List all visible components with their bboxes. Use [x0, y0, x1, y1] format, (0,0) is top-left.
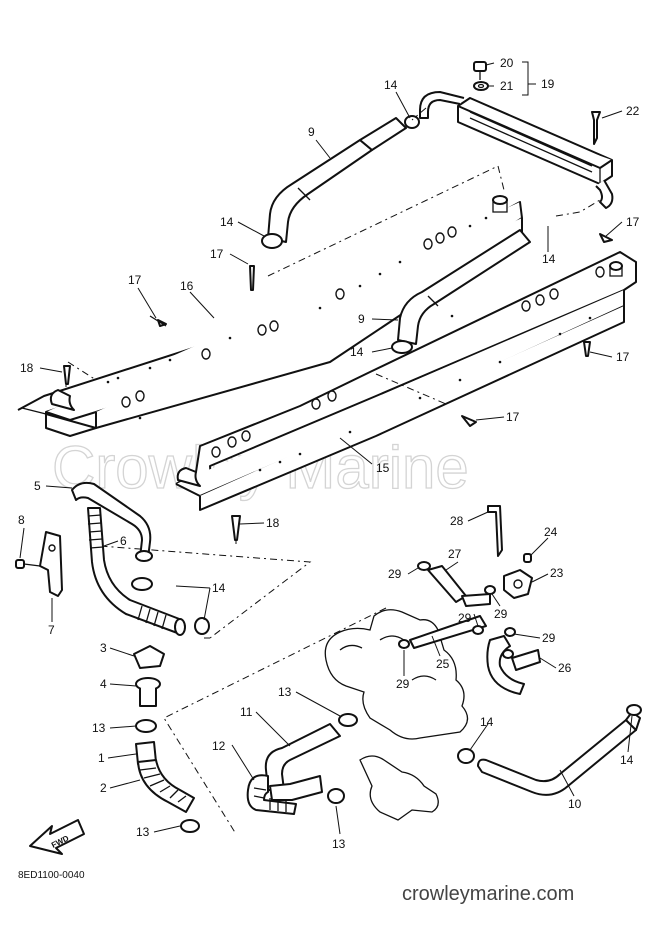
callout-leaders	[19, 61, 633, 835]
clamp-14-left	[131, 577, 210, 635]
callout-12: 12	[212, 739, 226, 753]
callout-13: 13	[278, 685, 292, 699]
callout-27: 27	[448, 547, 462, 561]
callout-13: 13	[136, 825, 150, 839]
exhaust-manifold-outline	[359, 755, 439, 821]
elbow-hose-5	[71, 481, 153, 562]
callout-8: 8	[18, 513, 25, 527]
callout-19: 19	[541, 77, 555, 91]
screw-8	[15, 559, 41, 569]
callout-14: 14	[620, 753, 634, 767]
callout-labels: 20 21 19 22 14 9 14 17 17 14 17 16 9 14 …	[18, 56, 640, 851]
callout-13: 13	[332, 837, 346, 851]
callout-21: 21	[500, 79, 514, 93]
rivet-18-fasteners	[63, 365, 241, 541]
callout-29: 29	[388, 567, 402, 581]
hose-9-upper	[267, 117, 407, 243]
callout-23: 23	[550, 566, 564, 580]
cap-3	[133, 645, 165, 669]
callout-9: 9	[358, 312, 365, 326]
callout-14: 14	[212, 581, 226, 595]
corrugated-hose-2	[137, 759, 195, 813]
hose-26	[486, 635, 541, 695]
callout-17: 17	[506, 410, 520, 424]
callout-2: 2	[100, 781, 107, 795]
clamp-14-upper	[261, 115, 420, 249]
callout-17: 17	[128, 273, 142, 287]
callout-29: 29	[542, 631, 556, 645]
callout-14: 14	[384, 78, 398, 92]
callout-22: 22	[626, 104, 640, 118]
engine-block-outline	[324, 609, 469, 740]
callout-9: 9	[308, 125, 315, 139]
callout-1: 1	[98, 751, 105, 765]
rivet-17-fasteners	[149, 233, 613, 427]
clamp-29-group	[398, 561, 516, 659]
callout-17: 17	[626, 215, 640, 229]
callout-7: 7	[48, 623, 55, 637]
callout-16: 16	[180, 279, 194, 293]
callout-29: 29	[396, 677, 410, 691]
callout-3: 3	[100, 641, 107, 655]
callout-14: 14	[542, 252, 556, 266]
heat-exchanger	[419, 91, 614, 209]
clamp-13-bottom	[180, 819, 200, 833]
callout-18: 18	[20, 361, 34, 375]
joint-23	[503, 569, 533, 599]
callout-18: 18	[266, 516, 280, 530]
callout-15: 15	[376, 461, 390, 475]
callout-4: 4	[100, 677, 107, 691]
callout-11: 11	[240, 705, 253, 719]
callout-14: 14	[350, 345, 364, 359]
hose-27	[427, 565, 467, 603]
rail-16	[17, 195, 523, 437]
washer-21	[473, 81, 489, 91]
callout-25: 25	[436, 657, 450, 671]
corrugated-hose-12	[246, 774, 297, 815]
rail-15	[175, 251, 637, 511]
callout-17: 17	[210, 247, 224, 261]
clamp-13-left	[135, 719, 157, 733]
callout-14: 14	[220, 215, 234, 229]
callout-5: 5	[34, 479, 41, 493]
clamp-14-right	[457, 704, 642, 764]
callout-24: 24	[544, 525, 558, 539]
callout-26: 26	[558, 661, 572, 675]
bolt-20	[473, 61, 487, 80]
fwd-arrow: FWD	[29, 819, 85, 855]
hose-10	[477, 711, 641, 796]
callout-10: 10	[568, 797, 582, 811]
website-watermark: crowleymarine.com	[402, 883, 574, 905]
fitting-4	[135, 677, 161, 707]
bracket-7	[39, 531, 63, 597]
hose-11	[264, 723, 341, 801]
callout-14: 14	[480, 715, 494, 729]
callout-6: 6	[120, 534, 127, 548]
callout-29: 29	[494, 607, 508, 621]
drawing-code: 8ED1100-0040	[18, 870, 85, 881]
hose-9-lower	[391, 229, 531, 354]
corrugated-hose-6	[87, 507, 186, 636]
bracket-28	[487, 505, 503, 557]
callout-28: 28	[450, 514, 464, 528]
callout-20: 20	[500, 56, 514, 70]
callout-13: 13	[92, 721, 106, 735]
bolt-24	[523, 553, 532, 563]
pipe-25	[409, 593, 491, 649]
clamp-13-center	[327, 713, 358, 804]
callout-29: 29	[458, 611, 472, 625]
callout-17: 17	[616, 350, 630, 364]
pin-22	[591, 111, 601, 145]
